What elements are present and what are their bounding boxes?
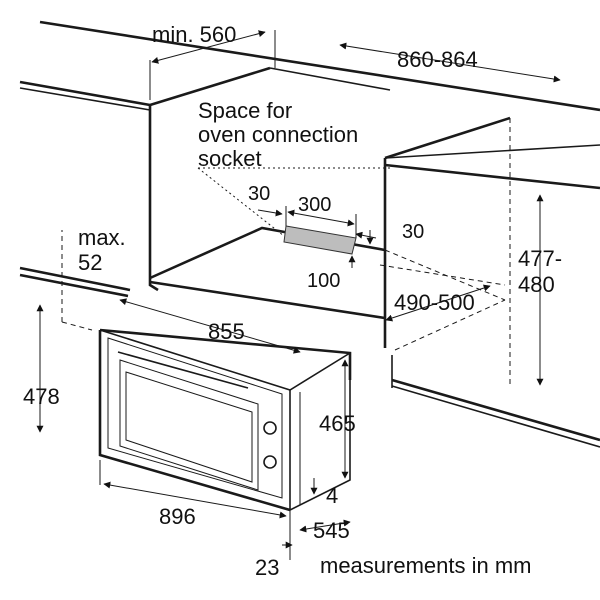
- socket-width-label: 300: [298, 194, 331, 216]
- socket-label-line2: oven connection: [198, 122, 358, 147]
- niche-width-label: 860-864: [397, 47, 478, 72]
- niche-height-label-line2: 480: [518, 272, 555, 297]
- oven-depth-label: 545: [313, 518, 350, 543]
- socket-offset-right-label: 30: [402, 221, 424, 243]
- socket-height-label: 100: [307, 270, 340, 292]
- socket-area: [197, 167, 390, 268]
- socket-label-line1: Space for: [198, 98, 292, 123]
- panel-depth-label: 23: [255, 555, 279, 580]
- oven-height-label: 478: [23, 384, 60, 409]
- niche-depth-label: 490-500: [394, 290, 475, 315]
- knob-icon: [263, 455, 277, 469]
- oven-width-label: 896: [159, 504, 196, 529]
- max-label-line2: 52: [78, 250, 102, 275]
- max-label-line1: max.: [78, 225, 126, 250]
- oven-body-height-label: 465: [319, 411, 356, 436]
- niche-height-label-line1: 477-: [518, 246, 562, 271]
- oven: [98, 328, 352, 512]
- min-width-label: min. 560: [152, 22, 236, 47]
- socket-label-line3: socket: [198, 146, 262, 171]
- knob-icon: [263, 421, 277, 435]
- dimension-lines: [36, 30, 561, 560]
- units-note: measurements in mm: [320, 553, 532, 578]
- socket-offset-left-label: 30: [248, 183, 270, 205]
- front-offset-label: 4: [326, 483, 338, 508]
- oven-top-width-label: 855: [208, 319, 245, 344]
